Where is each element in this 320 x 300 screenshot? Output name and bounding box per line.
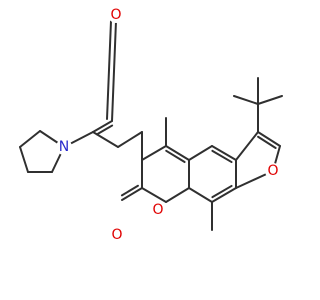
bond [235,131,259,161]
bond [121,187,143,201]
bond [188,187,213,203]
bond [19,130,41,148]
bond [141,187,167,203]
bond [211,149,233,164]
bond [165,145,190,161]
bond-lines [19,20,283,231]
bond [165,187,190,203]
bond [233,95,259,105]
atom-label: O [110,7,121,23]
molecule-structure: O N O O O [19,7,283,243]
bond [95,124,114,136]
bond [92,120,113,133]
atom-nitrogen-pyrrolidine: N [56,139,72,155]
atom-oxygen-furan-ring: O [265,163,281,179]
bond [120,184,139,197]
bond [19,146,29,173]
bond [141,145,167,161]
atom-oxygen-lactone-carbonyl: O [109,227,125,243]
atom-oxygen-pyran-ring: O [150,202,166,218]
bond [257,135,277,149]
bond [111,20,117,122]
atom-label: O [267,163,278,179]
atom-oxygen-keto: O [108,7,124,23]
bond [257,95,283,105]
bond [211,187,237,203]
atom-label: N [59,139,69,155]
bond [211,184,233,199]
atom-label: O [152,202,163,218]
bond [257,131,281,147]
bond [188,145,213,161]
bond [211,145,237,161]
bond [106,20,112,120]
bond [117,131,143,148]
atom-label: O [111,227,122,243]
bond [165,149,186,164]
